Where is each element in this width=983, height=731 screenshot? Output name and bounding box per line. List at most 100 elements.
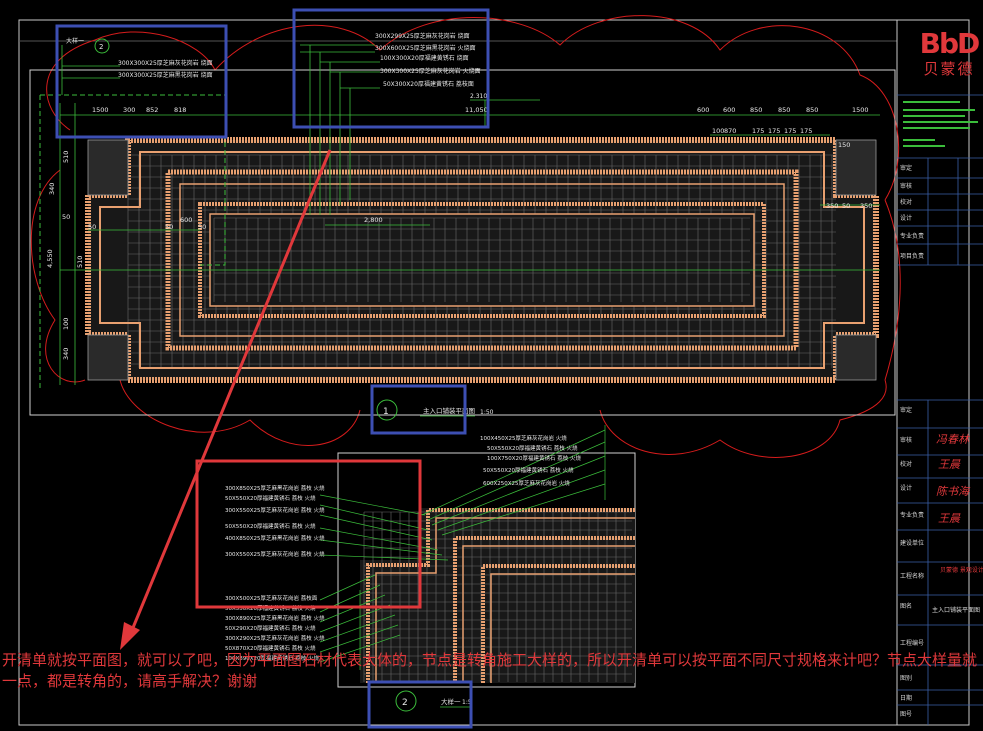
svg-text:50: 50 — [198, 223, 206, 231]
plan-1-callout-circle — [376, 399, 398, 421]
svg-text:870: 870 — [724, 127, 736, 135]
plan-1-main-entrance: 300X299X25厚芝麻灰花岗岩 烧面 300X600X25厚芝麻黑花岗岩 火… — [29, 32, 896, 421]
svg-text:设计: 设计 — [900, 214, 912, 222]
svg-text:校对: 校对 — [900, 460, 912, 468]
material-label: 300X290X25厚芝麻灰花岗岩 荔枝 火烧 — [225, 634, 325, 642]
plan-1-frame — [29, 69, 896, 416]
material-label: 300X850X25厚芝麻黑花岗岩 荔枝 火烧 — [225, 484, 325, 492]
blue-highlight-detail-label — [55, 24, 228, 139]
blue-highlight-plan-2-title — [367, 680, 473, 729]
svg-text:300: 300 — [123, 106, 135, 114]
svg-text:审核: 审核 — [900, 182, 912, 190]
material-label: 50X550X20厚福建黄锈石 荔枝 火烧 — [487, 444, 578, 452]
red-arrow — [120, 149, 332, 650]
material-label: 50X550X20厚福建黄锈石 荔枝 火烧 — [483, 466, 574, 474]
svg-text:设计: 设计 — [900, 484, 912, 492]
svg-text:项目负责: 项目负责 — [900, 252, 924, 260]
material-label: 50X870X20厚福建黄锈石 荔枝 火烧 — [225, 644, 316, 652]
svg-text:600: 600 — [180, 216, 192, 224]
svg-text:图别: 图别 — [900, 674, 912, 682]
svg-text:王晨: 王晨 — [938, 512, 961, 525]
svg-text:4,550: 4,550 — [46, 249, 54, 268]
material-label: 50X290X20厚福建黄锈石 荔枝 火烧 — [225, 624, 316, 632]
svg-text:主入口铺装平面图: 主入口铺装平面图 — [932, 606, 980, 614]
svg-text:850: 850 — [750, 106, 762, 114]
svg-text:850: 850 — [806, 106, 818, 114]
logo-mark: BbD — [919, 27, 981, 60]
svg-text:175: 175 — [752, 127, 764, 135]
svg-text:818: 818 — [174, 106, 186, 114]
svg-text:图号: 图号 — [900, 711, 912, 718]
svg-text:审核: 审核 — [900, 436, 912, 444]
svg-text:2,800: 2,800 — [364, 216, 383, 224]
svg-text:100: 100 — [712, 127, 724, 135]
svg-text:340: 340 — [62, 348, 70, 360]
plan-2-title: 大样一 — [441, 697, 461, 706]
svg-text:王晨: 王晨 — [938, 458, 961, 471]
material-label: 100X750X20厚福建黄锈石 荔枝 火烧 — [487, 454, 582, 462]
svg-text:陈书海: 陈书海 — [936, 485, 971, 498]
svg-text:贝蒙德 景观设计: 贝蒙德 景观设计 — [940, 566, 983, 574]
company-logo: BbD 贝蒙德 — [918, 27, 981, 88]
material-label: 300X600X25厚芝麻黑花岗岩 火烧面 — [375, 44, 476, 52]
material-label: 100X450X25厚芝麻灰花岗岩 火烧 — [480, 434, 567, 442]
red-highlight-corner-labels — [195, 459, 422, 609]
svg-text:50: 50 — [62, 213, 70, 221]
svg-text:审定: 审定 — [900, 164, 912, 172]
plan-2-scale: 1:5 — [462, 699, 472, 706]
elevation-mark: 2.310 — [470, 93, 487, 100]
plan-1-title: 主入口铺装平面图 — [423, 406, 475, 415]
svg-text:冯春林: 冯春林 — [936, 433, 971, 446]
svg-text:600: 600 — [723, 106, 735, 114]
material-label: 300X300X25厚芝麻灰花岗岩 烧面 — [118, 59, 213, 67]
title-block-labels: 审定 审核 校对 设计 专业负责 项目负责 审定 审核 校对 设计 专业负责 建… — [900, 164, 983, 718]
material-label: 300X300X25厚芝麻灰花岗岩 火烧面 — [380, 67, 481, 75]
svg-text:350: 350 — [860, 202, 872, 210]
blue-highlight-plan-1-title — [370, 384, 467, 435]
annotation-overlays — [55, 8, 490, 729]
detail-a-callout-number: 2 — [99, 43, 103, 51]
material-label: 300X500X25厚芝麻灰花岗岩 荔枝面 — [225, 594, 318, 602]
svg-text:175: 175 — [800, 127, 812, 135]
logo-name: 贝蒙德 — [923, 60, 975, 78]
svg-text:工程名称: 工程名称 — [900, 572, 924, 580]
svg-text:50: 50 — [88, 223, 96, 231]
svg-text:150: 150 — [838, 141, 850, 149]
svg-text:专业负责: 专业负责 — [900, 511, 924, 519]
drawing-frame — [18, 19, 970, 726]
signatures: 冯春林 王晨 陈书海 王晨 — [936, 433, 971, 525]
svg-text:175: 175 — [784, 127, 796, 135]
svg-text:175: 175 — [768, 127, 780, 135]
blue-highlight-material-labels — [292, 8, 490, 129]
svg-text:600: 600 — [697, 106, 709, 114]
svg-text:100: 100 — [62, 318, 70, 330]
material-label: 300X300X25厚芝麻黑花岗岩 烧面 — [118, 71, 213, 79]
svg-text:850: 850 — [778, 106, 790, 114]
svg-text:340: 340 — [48, 183, 56, 195]
material-label: 300X550X25厚芝麻灰花岗岩 荔枝 火烧 — [225, 506, 325, 514]
svg-text:工程编号: 工程编号 — [900, 639, 924, 647]
svg-text:1500: 1500 — [852, 106, 869, 114]
question-text: 开清单就按平面图，就可以了吧，因为平面图石材代表大体的，节点是转角施工大样的，所… — [2, 651, 978, 690]
svg-text:建设单位: 建设单位 — [900, 539, 924, 547]
material-label: 400X850X25厚芝麻黑花岗岩 荔枝 火烧 — [225, 534, 325, 542]
svg-text:50: 50 — [842, 202, 850, 210]
svg-text:专业负责: 专业负责 — [900, 232, 924, 240]
title-block — [897, 94, 983, 725]
svg-text:1500: 1500 — [92, 106, 109, 114]
plan-2-callout-number: 2 — [402, 698, 408, 708]
plan-2-detail: 100X450X25厚芝麻灰花岗岩 火烧 50X550X20厚福建黄锈石 荔枝 … — [225, 425, 636, 712]
material-label: 50X550X20厚福建黄锈石 荔枝 火烧 — [225, 494, 316, 502]
svg-text:510: 510 — [62, 151, 70, 163]
svg-text:图名: 图名 — [900, 602, 912, 610]
svg-text:350: 350 — [826, 202, 838, 210]
material-label: 50X550X20厚福建黄锈石 荔枝 火烧 — [225, 522, 316, 530]
outer-border-line — [99, 151, 865, 369]
svg-text:11,050: 11,050 — [465, 106, 488, 114]
svg-text:50: 50 — [165, 223, 173, 231]
material-label: 300X550X25厚芝麻灰花岗岩 荔枝 火烧 — [225, 550, 325, 558]
general-notes-block — [903, 101, 978, 147]
svg-text:日期: 日期 — [900, 694, 912, 702]
plan-1-scale: 1:50 — [480, 409, 494, 416]
